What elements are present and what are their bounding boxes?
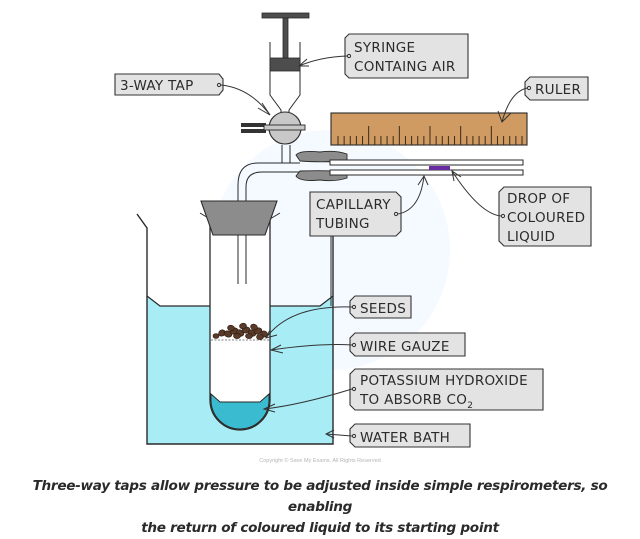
tube-rim-right (269, 212, 281, 220)
label-drop-line3: LIQUID (507, 229, 555, 245)
label-ruler: RULER (497, 76, 589, 123)
label-seeds: SEEDS (265, 295, 412, 339)
plunger-seal (269, 57, 301, 72)
label-3-way-tap-text: 3-WAY TAP (120, 78, 194, 94)
connecting-tube (237, 145, 300, 201)
tap-handle-dark (241, 123, 266, 127)
label-water-bath: WATER BATH (324, 423, 471, 448)
label-drop-coloured-liquid: DROP OF COLOURED LIQUID (451, 169, 592, 247)
seeds (212, 322, 268, 340)
label-potassium-hydroxide: POTASSIUM HYDROXIDE TO ABSORB CO2 (262, 368, 544, 413)
three-way-tap (241, 111, 306, 145)
boiling-tube (199, 210, 281, 431)
tube-body (209, 210, 271, 431)
caption-line-1: Three-way taps allow pressure to be adju… (32, 478, 608, 515)
tap-lever (263, 124, 306, 131)
koh-solution (210, 392, 270, 430)
label-drop-line2: COLOURED (507, 210, 585, 226)
plunger-rod (282, 17, 289, 59)
label-capillary-tubing: CAPILLARY TUBING (309, 174, 429, 306)
figure-caption: Three-way taps allow pressure to be adju… (0, 476, 640, 539)
label-syringe: SYRINGE CONTAING AIR (297, 33, 469, 79)
co2-subscript: 2 (467, 401, 473, 411)
label-seeds-text: SEEDS (360, 301, 406, 317)
caption-line-2: the return of coloured liquid to its sta… (141, 520, 499, 536)
label-syringe-line2: CONTAING AIR (354, 59, 456, 75)
label-wire-gauze: WIRE GAUZE (269, 332, 466, 357)
label-koh-line1: POTASSIUM HYDROXIDE (360, 373, 528, 389)
label-ruler-text: RULER (535, 82, 581, 98)
copyright-notice: Copyright © Save My Exams. All Rights Re… (259, 458, 381, 464)
coloured-liquid-drop (429, 166, 450, 170)
label-koh-line2: TO ABSORB CO2 (359, 392, 473, 411)
label-syringe-line1: SYRINGE (354, 40, 415, 56)
label-capillary-line2: TUBING (315, 216, 370, 232)
capillary-tube (329, 159, 524, 176)
respirometer-diagram: SYRINGE CONTAING AIR 3-WAY TAP RULER CAP… (114, 12, 592, 448)
rubber-stopper (200, 200, 278, 236)
plunger-handle (261, 12, 310, 19)
ruler (330, 112, 528, 146)
label-drop-line1: DROP OF (507, 191, 570, 207)
label-capillary-line1: CAPILLARY (316, 197, 391, 213)
label-wire-gauze-text: WIRE GAUZE (360, 339, 450, 355)
label-3-way-tap: 3-WAY TAP (114, 73, 271, 116)
tap-handle-dark-2 (241, 129, 266, 133)
label-water-bath-text: WATER BATH (360, 430, 450, 446)
ruler-ticks (337, 126, 523, 145)
ruler-body (330, 112, 528, 146)
